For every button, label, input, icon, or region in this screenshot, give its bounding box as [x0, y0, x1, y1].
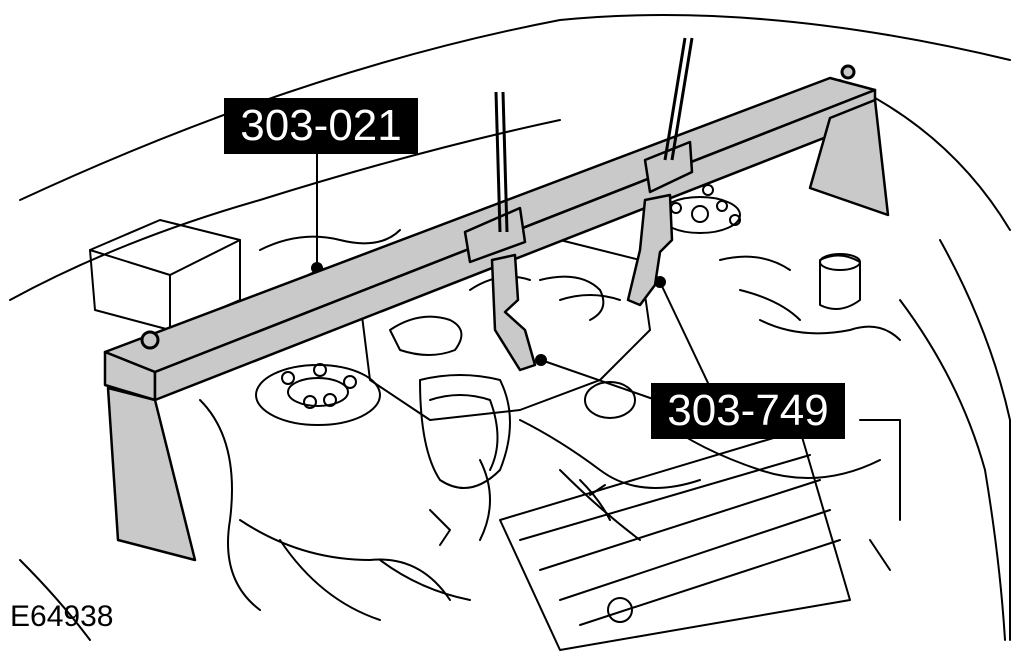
radiator-support-outline [939, 239, 1011, 641]
callout-tool-303-749: 303-749 [651, 383, 845, 439]
leader-line-303-749-a [540, 359, 657, 401]
right-lifting-hook[interactable] [626, 193, 674, 307]
figure-id: E64938 [10, 600, 114, 633]
front-edge-outline [899, 299, 1006, 641]
left-adjuster-rod[interactable] [494, 91, 502, 233]
left-adjuster-block[interactable] [463, 206, 527, 264]
radiator [499, 429, 851, 651]
body-bottom-outline [19, 559, 91, 641]
left-support-leg[interactable] [106, 386, 197, 562]
strut-tower-left [255, 364, 381, 426]
callout-tool-303-021: 303-021 [224, 98, 418, 154]
left-lifting-hook[interactable] [490, 253, 537, 372]
leader-line-303-749-b [659, 281, 709, 384]
crossbar-end-knob [140, 330, 160, 350]
coolant-reservoir [819, 254, 861, 310]
hood-outline [19, 14, 1011, 201]
right-adjuster-rod[interactable] [663, 37, 687, 161]
fender-left-outline [9, 119, 561, 301]
strut-mount-left [287, 377, 349, 407]
right-support-leg[interactable] [808, 98, 890, 217]
